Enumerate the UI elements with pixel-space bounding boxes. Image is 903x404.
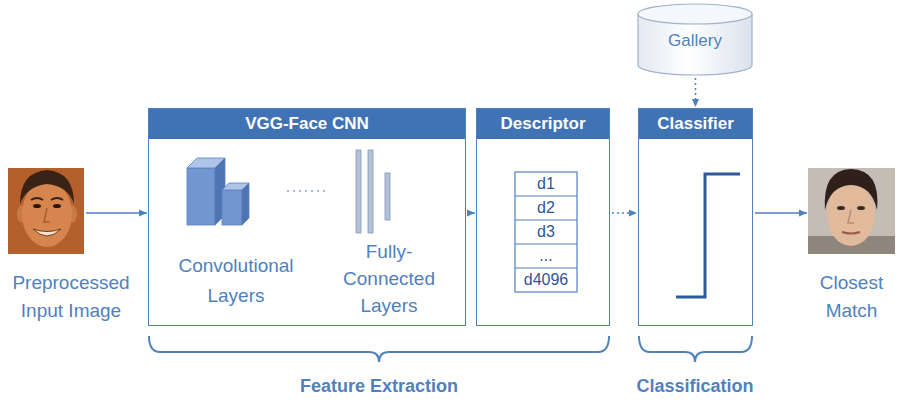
face-eye bbox=[837, 206, 845, 210]
input-face-photo bbox=[8, 168, 84, 254]
stage-label: Feature Extraction bbox=[229, 374, 529, 398]
face-skin bbox=[22, 181, 72, 247]
table-frame bbox=[515, 172, 577, 292]
photo-background bbox=[8, 168, 84, 254]
face-brow bbox=[51, 198, 63, 200]
face-skin bbox=[827, 182, 875, 246]
descriptor-cell: d2 bbox=[515, 196, 577, 220]
dotted-arrow bbox=[612, 212, 637, 214]
dotted-arrow bbox=[468, 212, 475, 214]
table-rule bbox=[515, 243, 577, 244]
connectors bbox=[86, 78, 807, 213]
face-hair bbox=[825, 169, 878, 210]
face-nose bbox=[848, 210, 854, 223]
face-hair bbox=[20, 170, 74, 204]
flow-arrow bbox=[86, 212, 147, 214]
descriptor-cell: d1 bbox=[515, 172, 577, 196]
face-brow bbox=[31, 198, 43, 200]
panel-title: Classifier bbox=[639, 109, 752, 139]
panel-title: VGG-Face CNN bbox=[149, 109, 465, 139]
fully-connected-layers-icon bbox=[356, 150, 390, 233]
face-eye bbox=[53, 204, 61, 208]
fc-layer-bar bbox=[356, 150, 361, 233]
node-label: Gallery bbox=[637, 30, 753, 52]
cylinder-top bbox=[638, 4, 752, 24]
output-image: Closest Match bbox=[808, 168, 895, 254]
face-mouth bbox=[33, 229, 61, 236]
table-rule bbox=[515, 195, 577, 196]
stage-label: Classification bbox=[615, 374, 775, 398]
dotted-arrow bbox=[695, 78, 697, 107]
layer-cube-side bbox=[242, 183, 249, 225]
process-box: Classifier bbox=[638, 108, 753, 326]
bracket bbox=[639, 336, 752, 362]
bracket bbox=[149, 336, 609, 362]
table-rule bbox=[515, 219, 577, 220]
face-mouth bbox=[842, 232, 860, 234]
layer-cube-front bbox=[187, 168, 215, 225]
face-eye bbox=[857, 206, 865, 210]
fc-layer-bar bbox=[385, 173, 390, 220]
table-rule bbox=[515, 267, 577, 268]
match-face-photo bbox=[808, 168, 895, 254]
descriptor-table bbox=[515, 172, 577, 292]
node-label: Convolutional Layers bbox=[161, 251, 311, 311]
face-nose bbox=[44, 208, 50, 222]
node-label: Fully-Connected Layers bbox=[334, 238, 444, 319]
fc-layer-bar bbox=[368, 150, 373, 233]
flow-arrow bbox=[755, 212, 807, 214]
node-label: Preprocessed Input Image bbox=[6, 269, 136, 325]
face-eye bbox=[33, 204, 41, 208]
process-box: VGG-Face CNN Convolutional Layers Fully-Co… bbox=[148, 108, 466, 326]
convolutional-layers-icon bbox=[187, 158, 249, 225]
node-label: Closest Match bbox=[802, 269, 901, 325]
panel-title: Descriptor bbox=[477, 109, 609, 139]
process-box: Descriptor bbox=[476, 108, 610, 326]
descriptor-cell: d4096 bbox=[515, 268, 577, 292]
database-cylinder: Gallery bbox=[637, 3, 753, 76]
layer-cube-front bbox=[222, 190, 242, 225]
step-function bbox=[676, 174, 740, 297]
ellipsis-dots bbox=[287, 190, 325, 192]
input-image: Preprocessed Input Image bbox=[8, 168, 84, 254]
descriptor-cell: d3 bbox=[515, 220, 577, 244]
photo-background bbox=[808, 168, 895, 254]
descriptor-cell: ... bbox=[515, 244, 577, 268]
